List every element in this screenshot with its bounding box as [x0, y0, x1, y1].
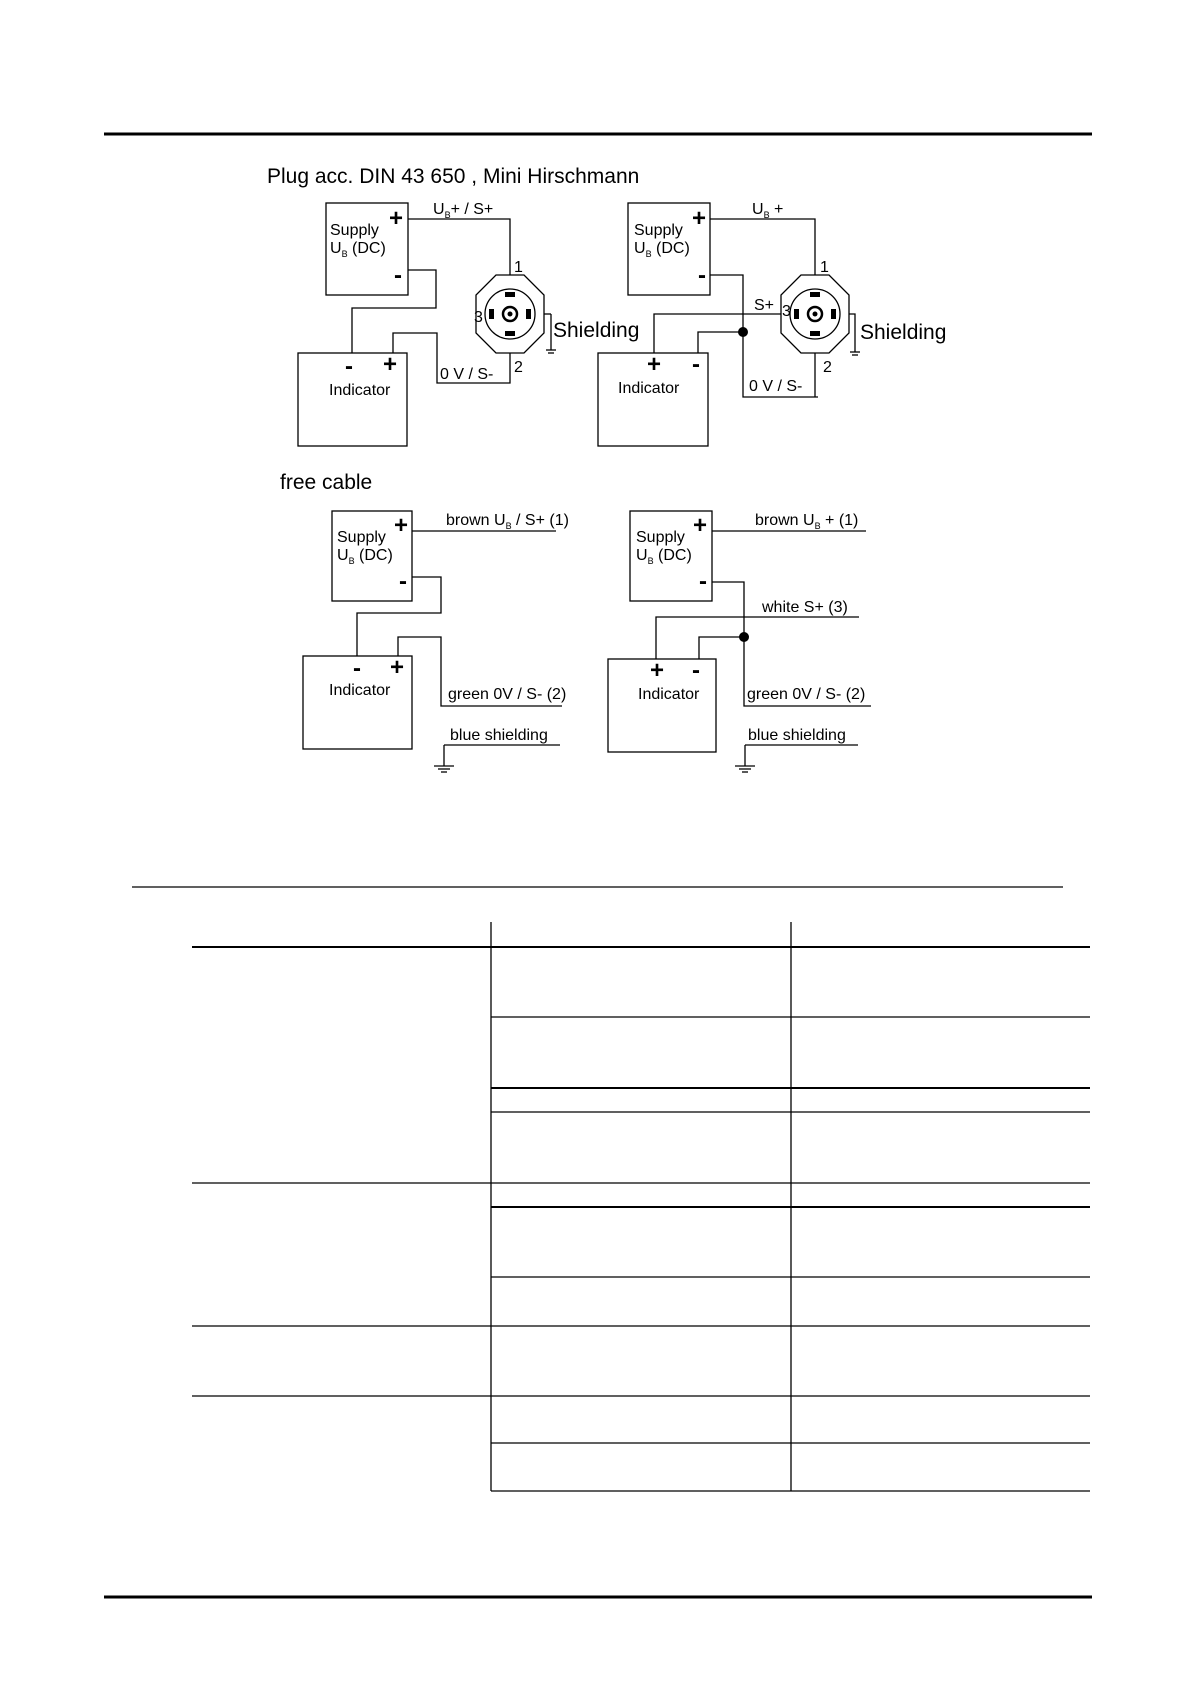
- supply-plus-sign: +: [693, 512, 707, 539]
- plug-diagram-2wire: Supply UB (DC) + - Indicator - + 1 2 3 S…: [297, 201, 639, 447]
- wire-ub: [710, 218, 816, 275]
- white-label: white S+ (3): [761, 599, 848, 616]
- supply-label: Supply: [330, 222, 379, 239]
- plug-diagram-3wire: Supply UB (DC) + - Indicator + - 1 2 3 S…: [597, 201, 946, 447]
- supply-voltage-label: UB (DC): [636, 547, 692, 566]
- supply-label: Supply: [636, 529, 685, 546]
- spec-table: [192, 922, 1090, 1492]
- indicator-label: Indicator: [329, 382, 391, 399]
- wire-indicator-minus: [698, 636, 744, 659]
- connector-inner-ring: [484, 288, 536, 340]
- pin-3: [794, 309, 799, 319]
- pin-3-label: 3: [474, 309, 483, 326]
- wire-indicator-plus: [392, 332, 511, 384]
- wire-green: [397, 636, 562, 707]
- green-label: green 0V / S- (2): [747, 686, 865, 703]
- indicator-minus-sign: -: [692, 657, 700, 684]
- pin-1-label: 1: [820, 259, 829, 276]
- indicator-minus-sign: -: [692, 351, 700, 378]
- indicator-minus-sign: -: [345, 353, 353, 380]
- supply-box: [331, 510, 413, 602]
- pin-shield: [831, 309, 836, 319]
- zero-v-label: 0 V / S-: [440, 366, 493, 383]
- indicator-plus-sign: +: [650, 657, 664, 684]
- ub-label: UB +: [752, 201, 783, 220]
- supply-plus-sign: +: [692, 205, 706, 232]
- supply-minus-sign: -: [698, 262, 706, 289]
- supply-label: Supply: [634, 222, 683, 239]
- cable-diagram-3wire: Supply UB (DC) + - Indicator + - brown U…: [607, 510, 871, 773]
- supply-minus-sign: -: [699, 568, 707, 595]
- shielding-label: Shielding: [860, 321, 946, 344]
- indicator-plus-sign: +: [647, 351, 661, 378]
- pin-2-label: 2: [514, 359, 523, 376]
- supply-plus-sign: +: [389, 205, 403, 232]
- indicator-label: Indicator: [618, 380, 680, 397]
- indicator-minus-sign: -: [353, 655, 361, 682]
- cable-diagram-2wire: Supply UB (DC) + - Indicator - + brown U…: [302, 510, 569, 773]
- wire-s-plus: [653, 313, 784, 353]
- junction-dot: [738, 327, 748, 337]
- indicator-plus-sign: +: [383, 351, 397, 378]
- pin-1-label: 1: [514, 259, 523, 276]
- zero-v-label: 0 V / S-: [749, 378, 802, 395]
- supply-voltage-label: UB (DC): [634, 240, 690, 259]
- shielding-label: Shielding: [553, 319, 639, 342]
- pin-2: [810, 331, 820, 336]
- junction-dot: [739, 632, 749, 642]
- pin-shield: [526, 309, 531, 319]
- supply-box: [325, 202, 409, 296]
- wire-indicator-minus: [697, 331, 743, 353]
- green-label: green 0V / S- (2): [448, 686, 566, 703]
- blue-label: blue shielding: [748, 727, 846, 744]
- indicator-label: Indicator: [329, 682, 391, 699]
- indicator-box: [302, 655, 413, 750]
- pin-1: [505, 292, 515, 297]
- supply-minus-sign: -: [394, 262, 402, 289]
- pin-3-label: 3: [782, 303, 791, 320]
- wire-supply-minus: [351, 269, 437, 353]
- pin-2: [505, 331, 515, 336]
- supply-voltage-label: UB (DC): [337, 547, 393, 566]
- indicator-box: [607, 658, 717, 753]
- pin-1: [810, 292, 820, 297]
- supply-box: [629, 510, 713, 602]
- wire-supply-minus: [356, 576, 442, 656]
- brown-label: brown UB / S+ (1): [446, 512, 569, 531]
- free-cable-title: free cable: [280, 471, 372, 494]
- blue-label: blue shielding: [450, 727, 548, 744]
- plug-title: Plug acc. DIN 43 650 , Mini Hirschmann: [267, 165, 639, 188]
- indicator-label: Indicator: [638, 686, 700, 703]
- connector-inner-ring: [789, 288, 841, 340]
- wire-shield: [847, 313, 856, 352]
- ub-s-label: UB+ / S+: [433, 201, 493, 220]
- wire-supply-minus: [712, 581, 871, 707]
- supply-minus-sign: -: [399, 568, 407, 595]
- supply-plus-sign: +: [394, 512, 408, 539]
- wire-indicator-plus: [655, 616, 744, 659]
- indicator-plus-sign: +: [390, 654, 404, 681]
- pin-2-label: 2: [823, 359, 832, 376]
- supply-voltage-label: UB (DC): [330, 240, 386, 259]
- pin-3: [489, 309, 494, 319]
- wire-ub: [408, 218, 511, 275]
- supply-label: Supply: [337, 529, 386, 546]
- s-plus-label: S+: [754, 297, 774, 314]
- brown-label: brown UB + (1): [755, 512, 858, 531]
- indicator-box: [597, 352, 709, 447]
- supply-box: [627, 202, 711, 296]
